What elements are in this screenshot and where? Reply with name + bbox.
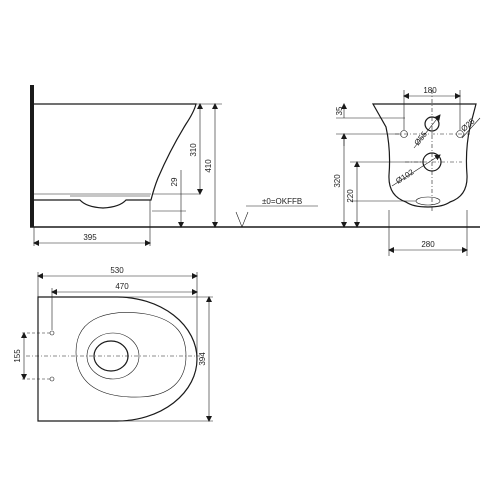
- dim-310: 310: [189, 143, 198, 157]
- wall: [30, 85, 34, 227]
- dim-155: 155: [13, 349, 22, 363]
- front-view: 35 320 220 180 280 Ø55 Ø25 Ø102: [333, 86, 481, 256]
- dim-410: 410: [204, 159, 213, 173]
- dim-395: 395: [83, 233, 97, 242]
- dim-diam-102: Ø102: [394, 167, 416, 186]
- floor-ref-symbol: [235, 211, 249, 228]
- hole-25-right: [456, 130, 464, 138]
- dim-530: 530: [110, 266, 124, 275]
- dim-35: 35: [335, 106, 344, 115]
- dim-diam-25: Ø25: [459, 116, 477, 133]
- dim-470: 470: [115, 282, 129, 291]
- side-view: 410 310 29 395 ±0=OKFFB: [30, 85, 480, 246]
- leader-25: [461, 117, 481, 139]
- floor-ref-label: ±0=OKFFB: [262, 197, 302, 206]
- dim-180: 180: [423, 86, 437, 95]
- dim-280: 280: [421, 240, 435, 249]
- bolt-hole-lower: [49, 376, 55, 382]
- dim-220: 220: [346, 189, 355, 203]
- bolt-hole-upper: [49, 330, 55, 336]
- hole-55: [424, 116, 440, 132]
- dim-320: 320: [333, 174, 342, 188]
- dim-394: 394: [198, 352, 207, 366]
- hole-25-left: [400, 130, 408, 138]
- leader-102: [391, 154, 441, 187]
- plan-bowl-rim: [75, 312, 187, 398]
- plan-view: 530 470 394 155: [13, 266, 213, 422]
- leader-55: [413, 114, 441, 149]
- dim-29: 29: [170, 177, 179, 186]
- side-bowl-outline: [34, 103, 197, 209]
- front-outlet: [415, 196, 441, 206]
- front-bowl-outline: [371, 103, 477, 208]
- plan-outline: [37, 296, 198, 422]
